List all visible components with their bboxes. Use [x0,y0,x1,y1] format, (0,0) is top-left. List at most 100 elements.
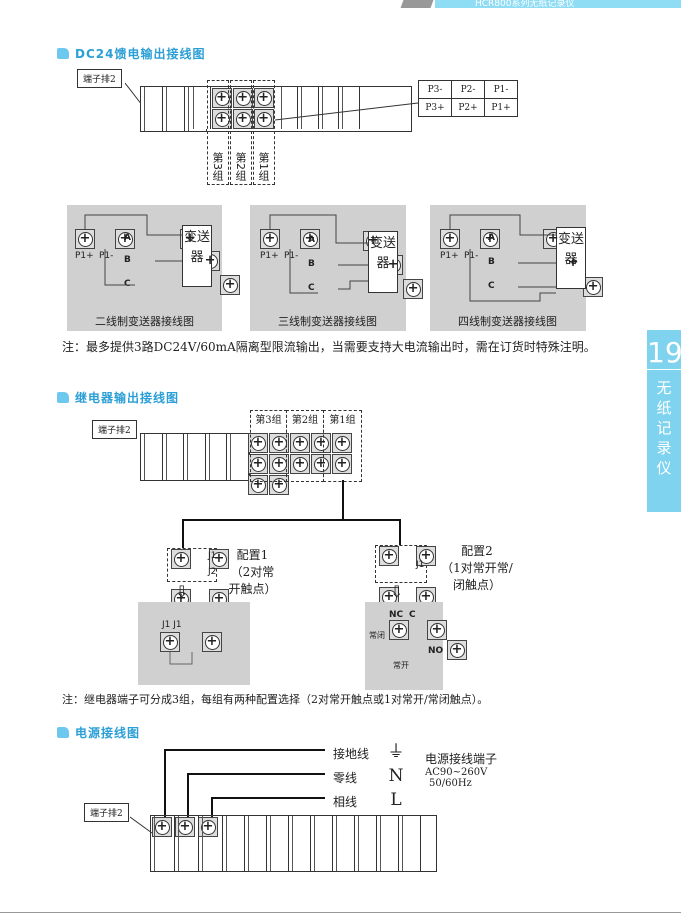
terminal-slot [190,87,211,129]
terminal-screw [332,454,352,474]
terminal-slot [267,816,289,871]
group-1-label: 第1组 [253,80,275,185]
terminal-slot [141,87,163,131]
power-spec: 电源接线端子 AC90~260V 50/60Hz [425,752,498,789]
section-title-power: 电源接线图 [57,724,140,741]
terminal-screw [220,275,241,295]
terminal-screw [427,620,447,640]
terminal-slot [199,816,223,871]
terminal-slot [355,816,377,871]
config1-terminals: J1J2 [167,548,229,609]
diagram-caption: 四线制变送器接线图 [458,315,557,328]
dc24-note: 注：最多提供3路DC24V/60mA隔离型限流输出，当需要支持大电流输出时，需在… [62,340,596,354]
terminal-screw [583,277,604,297]
terminal-screw [152,817,172,837]
config1-diagram: J1 J1 [138,602,250,685]
header-decoration [400,0,434,8]
header-title: HCR800系列无纸记录仪 [435,0,681,8]
terminal-screw [311,454,331,474]
power-line-names: 接地线零线相线 [333,742,369,814]
terminal-screw [160,632,180,652]
terminal-slot [245,816,267,871]
terminal-screw [211,88,232,108]
section-icon [57,48,69,59]
terminal-screw [480,229,500,249]
config2-diagram: NCC NO 常闭 常开 [365,602,467,690]
terminal-screw [180,229,201,249]
config2-terminals: J1 [375,545,436,607]
diagram-4-wire: P1+P1- ABC 变送器 四线制变送器接线图 [430,205,604,331]
terminal-screw [363,231,384,251]
terminal-screw [403,279,424,299]
terminal-screw [248,454,268,474]
terminal-screw [447,640,467,660]
section-icon [57,392,69,403]
terminal-slot [151,816,175,871]
section-title-relay: 继电器输出接线图 [57,389,179,406]
ground-icon: ⏚ [387,742,405,762]
terminal-slot [319,87,340,129]
terminal-screw [290,454,310,474]
chapter-tab: 19 无纸记录仪 [647,330,681,512]
strip-label: 端子排2 [77,69,122,88]
group-3-label: 第3组 [207,80,229,185]
power-terminals [152,817,218,837]
terminal-slot [298,87,319,129]
terminal-slot [206,434,228,480]
terminal-slot [163,434,185,480]
terminal-screw [209,589,229,609]
terminal-map-table: P3-P2-P1- P3+P2+P1+ [418,80,518,117]
terminal-slot [399,816,421,871]
terminal-screw [175,817,195,837]
terminal-screw [211,109,232,129]
relay-terminals [248,433,368,495]
neutral-line-label: 零线 [333,771,358,785]
terminal-slot [227,434,249,480]
pointer-line [130,816,153,834]
terminal-slot [289,816,311,871]
terminal-screw [248,433,268,453]
pointer-line [125,82,143,106]
config1-label: 配置1（2对常开触点） [228,548,277,596]
terminal-screw [269,454,289,474]
terminal-screw [543,229,564,249]
terminal-screw [209,549,229,569]
strip-label: 端子排2 [92,420,137,439]
terminal-slot [311,816,333,871]
relay-note: 注：继电器端子可分成3组，每组有两种配置选择（2对常开触点或1对常开/常闭触点）… [62,693,489,706]
terminal-slot [175,816,199,871]
chapter-label: 无纸记录仪 [654,380,673,480]
terminal-screw [300,229,320,249]
terminal-screw [389,620,409,640]
strip-label: 端子排2 [84,803,129,822]
terminal-screw [202,632,222,652]
footer-rule [0,912,681,913]
diagram-caption: 二线制变送器接线图 [95,315,194,328]
section-icon [57,727,69,738]
diagram-caption: 三线制变送器接线图 [278,315,377,328]
terminal-screw [253,109,274,129]
relay-connector-lines [182,480,401,548]
group-2-label: 第2组 [230,80,252,185]
terminal-screw [248,475,268,495]
terminal-slot [339,87,361,129]
terminal-slot [163,87,185,131]
page-number: 19 [647,336,681,370]
diagram-2-wire: P1+P1- ABC 变送器 二线制变送器接线图 [67,205,241,331]
terminal-screw [379,546,399,566]
terminal-screw [416,546,436,566]
connector-line [275,102,419,121]
ground-line-label: 接地线 [333,747,370,761]
terminal-strip-3 [150,815,437,872]
terminal-screw [171,549,191,569]
terminal-slot [278,87,299,129]
power-lines [164,749,325,820]
live-line-label: 相线 [333,795,358,809]
terminal-screw [198,817,218,837]
config2-label: 配置2（1对常开常/闭触点） [441,544,513,592]
terminal-slot [141,434,163,480]
terminal-screw [75,229,95,249]
terminal-screw [332,433,352,453]
terminal-screw [260,229,280,249]
